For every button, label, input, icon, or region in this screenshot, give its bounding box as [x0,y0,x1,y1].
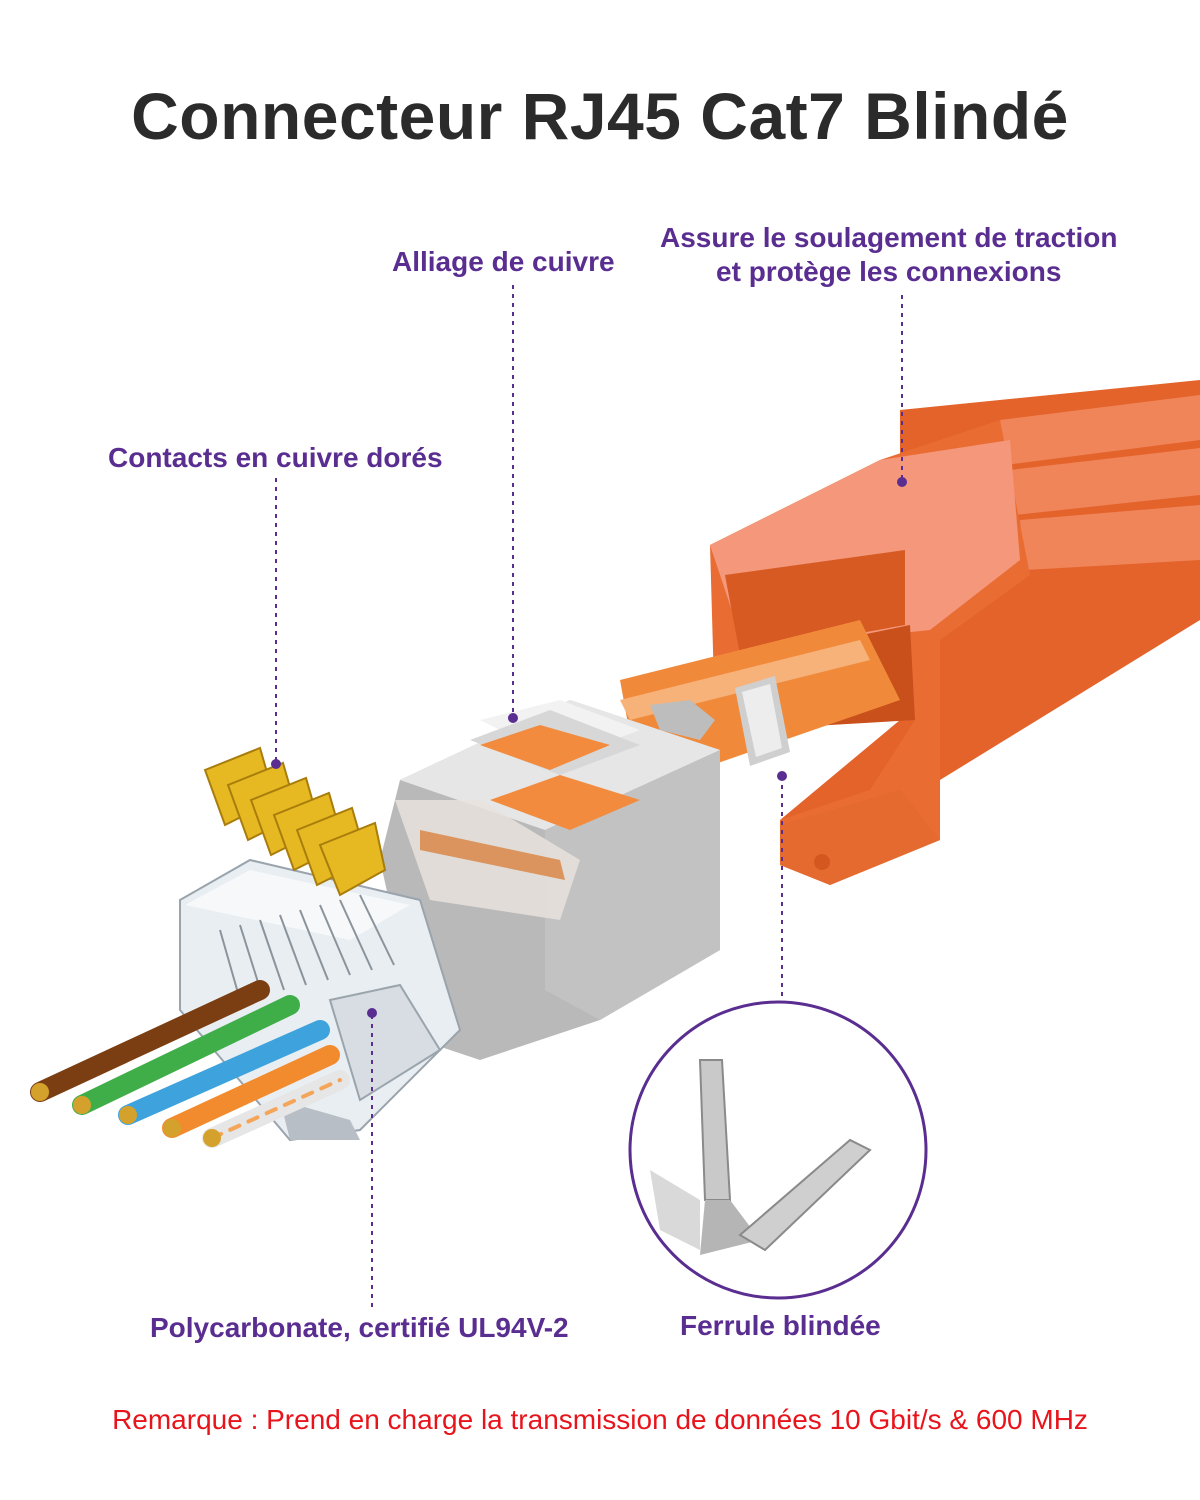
page-title: Connecteur RJ45 Cat7 Blindé [131,79,1069,153]
remark-note: Remarque : Prend en charge la transmissi… [112,1404,1088,1435]
ferrule-detail-icon [628,1000,928,1300]
metal-shield-icon [380,700,720,1060]
leader-dots [271,477,907,1018]
gold-contacts-icon [203,746,387,897]
shielded-ferrule-label: Ferrule blindée [680,1310,881,1341]
leader-lines [275,285,903,1312]
copper-alloy-label: Alliage de cuivre [392,246,615,277]
strain-relief-line-1: Assure le soulagement de traction [660,222,1118,253]
wires-icon [30,980,350,1148]
strain-relief-line-2: et protège les connexions [716,256,1062,287]
boot-icon [710,380,1200,885]
gold-contacts-label: Contacts en cuivre dorés [108,442,443,473]
polycarbonate-label: Polycarbonate, certifié UL94V-2 [150,1312,569,1343]
strain-relief-label: Assure le soulagement de traction et pro… [660,222,1117,288]
